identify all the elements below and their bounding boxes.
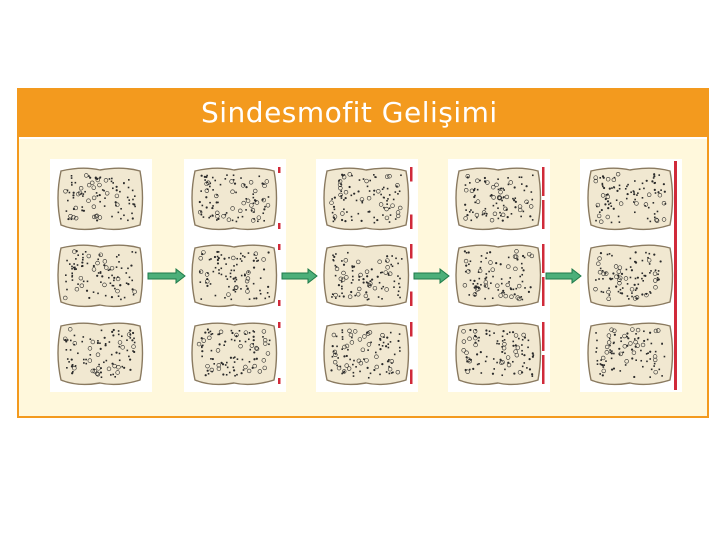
arrow-right-icon — [281, 267, 318, 285]
vertebra-icon — [587, 167, 674, 231]
vertebra-icon — [455, 244, 542, 308]
syndesmophyte-icon — [674, 161, 677, 390]
syndesmophyte-icon — [542, 322, 545, 351]
arrow-right-icon — [413, 267, 450, 285]
vertebra-icon — [587, 244, 674, 308]
vertebra-icon — [57, 244, 144, 308]
syndesmophyte-icon — [410, 214, 413, 229]
vertebra-icon — [323, 167, 410, 231]
slide-title: Sindesmofit Gelişimi — [201, 96, 498, 129]
vertebra-icon — [455, 167, 542, 231]
arrow-right-icon — [545, 267, 582, 285]
syndesmophyte-icon — [410, 167, 413, 182]
syndesmophyte-icon — [278, 167, 281, 173]
syndesmophyte-icon — [278, 244, 281, 250]
vertebra-icon — [57, 322, 144, 386]
syndesmophyte-icon — [410, 322, 413, 337]
stage-1 — [50, 159, 152, 392]
vertebra-icon — [323, 322, 410, 386]
syndesmophyte-icon — [278, 223, 281, 229]
stage-2 — [184, 159, 286, 392]
syndesmophyte-icon — [410, 291, 413, 306]
vertebra-icon — [323, 244, 410, 308]
vertebra-icon — [455, 322, 542, 386]
stage-4 — [448, 159, 550, 392]
vertebra-icon — [191, 322, 278, 386]
syndesmophyte-icon — [410, 244, 413, 259]
syndesmophyte-icon — [542, 200, 545, 229]
arrow-right-icon — [147, 267, 186, 285]
vertebra-icon — [191, 167, 278, 231]
syndesmophyte-icon — [542, 244, 545, 273]
title-bar: Sindesmofit Gelişimi — [19, 90, 707, 139]
stage-3 — [316, 159, 418, 392]
stage-5 — [580, 159, 682, 392]
syndesmophyte-icon — [278, 300, 281, 306]
vertebra-icon — [57, 167, 144, 231]
syndesmophyte-icon — [542, 355, 545, 384]
syndesmophyte-icon — [542, 277, 545, 306]
vertebra-icon — [191, 244, 278, 308]
syndesmophyte-icon — [542, 167, 545, 196]
syndesmophyte-icon — [410, 369, 413, 384]
syndesmophyte-icon — [278, 378, 281, 384]
syndesmophyte-icon — [278, 322, 281, 328]
vertebra-icon — [587, 322, 674, 386]
